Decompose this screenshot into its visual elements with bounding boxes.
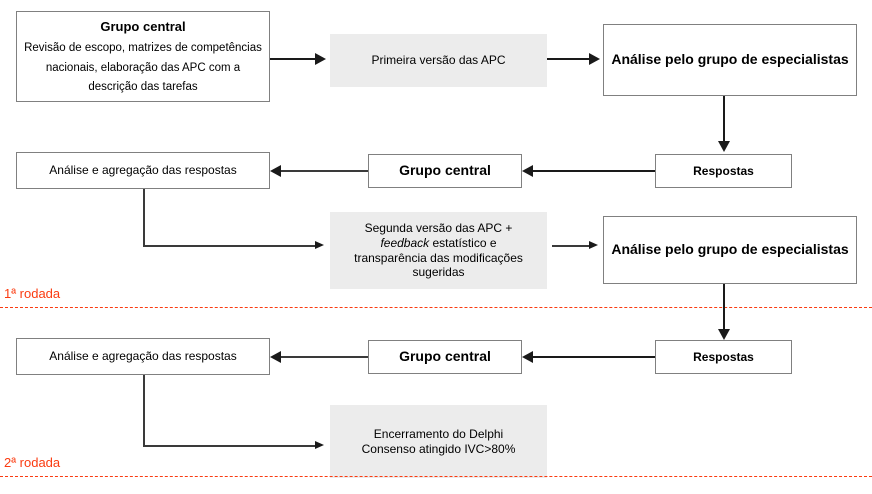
node-segunda-versao-line1: Segunda versão das APC + [364,221,513,236]
node-segunda-versao: Segunda versão das APC + feedback estatí… [330,212,547,289]
connector-analise2-to-respostas2 [723,284,725,332]
connector-gc3-to-agregacao2 [281,356,368,358]
node-respostas-2: Respostas [655,340,792,374]
connector-analise1-to-respostas1 [723,96,725,144]
node-grupo-central-1: Grupo central Revisão de escopo, matrize… [16,11,270,102]
divider-label-round-1: 1ª rodada [4,286,61,301]
node-respostas-1-label: Respostas [693,163,754,178]
node-grupo-central-2: Grupo central [368,154,522,188]
arrowhead-analise2-to-respostas2 [718,329,730,340]
node-segunda-versao-line3: transparência das modificações [354,250,523,265]
arrowhead-analise1-to-respostas1 [718,141,730,152]
connector-agregacao1-elbow-horizontal [143,245,316,247]
node-analise-especialistas-2-label: Análise pelo grupo de especialistas [611,241,849,258]
connector-agregacao1-elbow-vertical [143,189,145,246]
node-analise-agregacao-1-label: Análise e agregação das respostas [49,163,237,178]
node-respostas-1: Respostas [655,154,792,188]
connector-segunda-to-analise2 [552,245,590,247]
arrowhead-segunda-to-analise2 [589,241,598,249]
connector-gc1-to-primeira [270,58,315,60]
node-encerramento-line2: Consenso atingido IVC>80% [361,441,516,456]
node-analise-especialistas-1: Análise pelo grupo de especialistas [603,24,857,96]
node-segunda-versao-line2-rest: estatístico e [429,235,497,250]
node-segunda-versao-line4: sugeridas [412,265,465,280]
arrowhead-agregacao1-to-segunda [315,241,324,249]
connector-respostas2-to-gc3 [533,356,655,358]
connector-primeira-to-analise1 [547,58,590,60]
arrowhead-gc2-to-agregacao1 [270,165,281,177]
arrowhead-respostas1-to-gc2 [522,165,533,177]
node-analise-agregacao-1: Análise e agregação das respostas [16,152,270,189]
connector-agregacao2-elbow-horizontal [143,445,316,447]
node-analise-agregacao-2-label: Análise e agregação das respostas [49,349,237,364]
node-respostas-2-label: Respostas [693,349,754,364]
node-primeira-versao: Primeira versão das APC [330,34,547,87]
node-grupo-central-3: Grupo central [368,340,522,374]
node-segunda-versao-feedback: feedback [380,235,430,250]
node-analise-agregacao-2: Análise e agregação das respostas [16,338,270,375]
divider-rule-round-2 [0,476,872,477]
arrowhead-agregacao2-to-encerramento [315,441,324,449]
node-grupo-central-1-heading: Grupo central [100,19,186,35]
connector-gc2-to-agregacao1 [281,170,368,172]
connector-respostas1-to-gc2 [533,170,655,172]
node-encerramento: Encerramento do Delphi Consenso atingido… [330,405,547,478]
node-grupo-central-1-body: Revisão de escopo, matrizes de competênc… [24,41,262,94]
arrowhead-gc1-to-primeira [315,53,326,65]
node-grupo-central-3-label: Grupo central [399,348,491,365]
arrowhead-respostas2-to-gc3 [522,351,533,363]
connector-agregacao2-elbow-vertical [143,375,145,446]
node-encerramento-line1: Encerramento do Delphi [373,426,504,441]
node-grupo-central-2-label: Grupo central [399,162,491,179]
divider-rule-round-1 [0,307,872,308]
arrowhead-gc3-to-agregacao2 [270,351,281,363]
divider-label-round-2: 2ª rodada [4,455,61,470]
node-analise-especialistas-2: Análise pelo grupo de especialistas [603,216,857,284]
node-analise-especialistas-1-label: Análise pelo grupo de especialistas [611,51,849,68]
node-primeira-versao-label: Primeira versão das APC [371,53,506,68]
arrowhead-primeira-to-analise1 [589,53,600,65]
